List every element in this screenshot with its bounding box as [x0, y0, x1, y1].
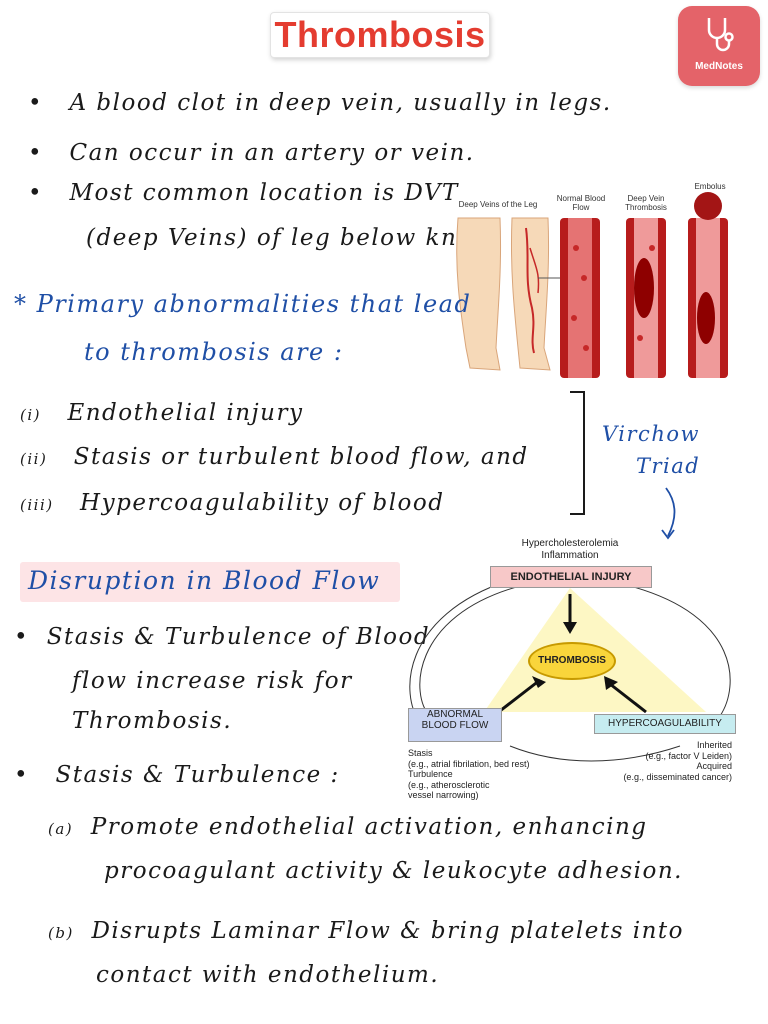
item-text: Hypercoagulability of blood: [80, 490, 445, 516]
item-number: (i): [20, 406, 42, 424]
left-notes: Stasis (e.g., atrial fibrilation, bed re…: [408, 748, 530, 801]
title-box: Thrombosis: [270, 12, 490, 58]
primary-heading-line1: * Primary abnormalities that lead: [14, 290, 472, 318]
disruption-bullet-1: • Stasis & Turbulence of Blood: [14, 624, 430, 650]
disruption-bullet-2-text: Stasis & Turbulence :: [55, 762, 340, 788]
disruption-bullet-2: • Stasis & Turbulence :: [14, 762, 340, 788]
effect-b-line1: Disrupts Laminar Flow & bring platelets …: [91, 918, 685, 944]
hypercoagulability-box: HYPERCOAGULABILITY: [594, 714, 736, 734]
abnormal-line2: BLOOD FLOW: [421, 720, 489, 731]
disruption-bullet-1-text: Stasis & Turbulence of Blood: [46, 624, 431, 650]
bracket: [570, 391, 585, 515]
left-note: Stasis: [408, 748, 433, 758]
effect-b-line2: contact with endothelium.: [96, 962, 440, 988]
bullet-3-cont: (deep Veins) of leg below knee.: [86, 225, 497, 251]
item-text: Endothelial injury: [67, 400, 304, 426]
right-note: Inherited: [696, 740, 732, 750]
disruption-bullet-1-line3: Thrombosis.: [72, 708, 233, 734]
item-number: (iii): [20, 496, 54, 514]
bullet-3: • Most common location is DVT: [28, 180, 459, 206]
bullet-dot: •: [28, 90, 70, 116]
stethoscope-icon: [707, 18, 734, 52]
arrow-down-icon: [661, 487, 676, 540]
left-note: (e.g., atherosclerotic: [408, 779, 490, 790]
abnormal-blood-flow-box: ABNORMAL BLOOD FLOW: [408, 708, 502, 742]
bullet-1: • A blood clot in deep vein, usually in …: [28, 90, 612, 116]
left-note: vessel narrowing): [408, 790, 479, 800]
effect-a: (a) Promote endothelial activation, enha…: [48, 814, 648, 840]
right-note: (e.g., disseminated cancer): [623, 771, 732, 782]
page-title: Thrombosis: [274, 14, 486, 55]
abnormal-line1: ABNORMAL: [426, 709, 484, 720]
label-deep-veins: Deep Veins of the Leg: [458, 200, 538, 209]
disruption-heading: Disruption in Blood Flow: [28, 566, 381, 595]
label-dvt: Deep Vein Thrombosis: [625, 194, 667, 212]
item-text: Stasis or turbulent blood flow, and: [73, 444, 529, 470]
virchow-item-1: (i) Endothelial injury: [20, 400, 304, 426]
bullet-dot: •: [14, 762, 56, 788]
right-notes: Inherited (e.g., factor V Leiden) Acquir…: [590, 740, 732, 782]
bullet-dot: •: [14, 624, 47, 650]
effect-a-line1: Promote endothelial activation, enhancin…: [90, 814, 648, 840]
effect-number: (b): [48, 924, 74, 942]
top-note-1: Hypercholesterolemia: [521, 538, 619, 549]
bullet-1-text: A blood clot in deep vein, usually in le…: [69, 90, 612, 116]
disruption-heading-box: Disruption in Blood Flow: [20, 562, 400, 602]
bullet-dot: •: [28, 140, 70, 166]
effect-number: (a): [48, 820, 74, 838]
virchow-label-line2: Triad: [636, 454, 701, 478]
label-embolus: Embolus: [694, 182, 726, 191]
virchow-triad-diagram: Hypercholesterolemia Inflammation ENDOTH…: [400, 536, 766, 816]
bullet-dot: •: [28, 180, 70, 206]
item-number: (ii): [20, 450, 48, 468]
effect-b: (b) Disrupts Laminar Flow & bring platel…: [48, 918, 684, 944]
bullet-3-text: Most common location is DVT: [69, 180, 459, 206]
disruption-bullet-1-line2: flow increase risk for: [72, 668, 353, 694]
bullet-2: • Can occur in an artery or vein.: [28, 140, 475, 166]
primary-heading-line2: to thrombosis are :: [84, 338, 344, 366]
right-note: (e.g., factor V Leiden): [645, 750, 732, 761]
right-note: Acquired: [696, 761, 732, 771]
top-note-2: Inflammation: [541, 550, 599, 561]
mednotes-logo: MedNotes: [678, 6, 760, 86]
left-note: Turbulence: [408, 769, 453, 779]
thrombosis-ellipse: THROMBOSIS: [528, 642, 616, 680]
deep-vein-illustration: Deep Veins of the Leg Normal Blood Flow …: [440, 178, 766, 384]
virchow-item-2: (ii) Stasis or turbulent blood flow, and: [20, 444, 529, 470]
effect-a-line2: procoagulant activity & leukocyte adhesi…: [104, 858, 683, 884]
left-note: (e.g., atrial fibrilation, bed rest): [408, 758, 530, 769]
bullet-2-text: Can occur in an artery or vein.: [69, 140, 475, 166]
virchow-item-3: (iii) Hypercoagulability of blood: [20, 490, 444, 516]
logo-label: MedNotes: [695, 61, 743, 72]
endothelial-injury-box: ENDOTHELIAL INJURY: [490, 566, 652, 588]
label-normal-flow: Normal Blood Flow: [556, 194, 606, 212]
virchow-label-line1: Virchow: [602, 422, 700, 446]
